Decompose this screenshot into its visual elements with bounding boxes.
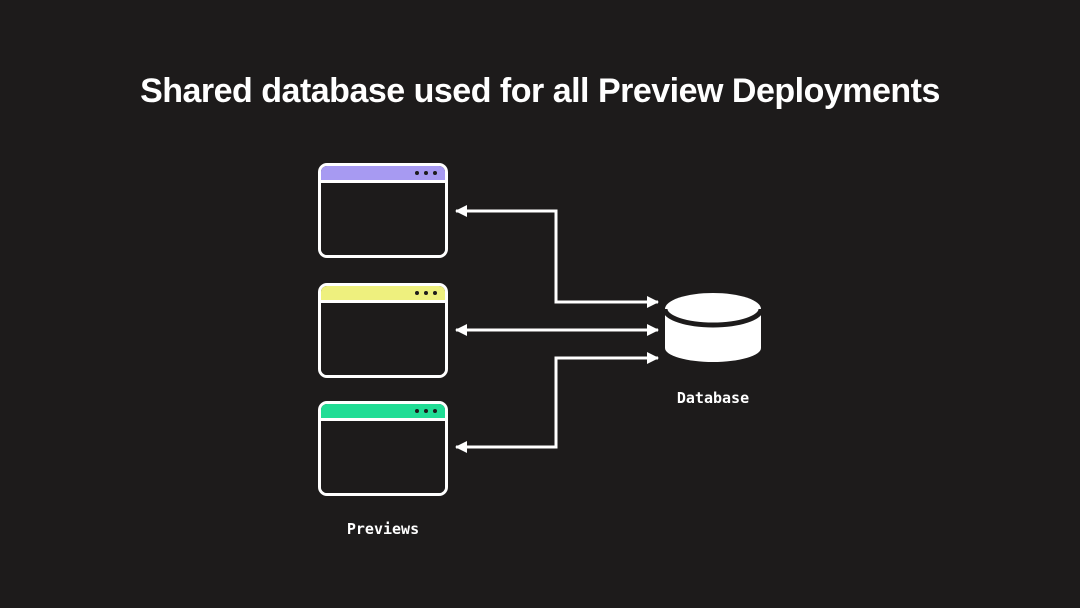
- preview-window-2: [318, 283, 448, 378]
- preview-window-3: [318, 401, 448, 496]
- database-label: Database: [676, 389, 750, 407]
- window-dot-icon: [415, 171, 419, 175]
- window-dot-icon: [433, 171, 437, 175]
- window-titlebar: [321, 404, 445, 421]
- window-body: [321, 183, 445, 255]
- arrow-window1-database: [455, 205, 659, 308]
- window-body: [321, 421, 445, 493]
- arrow-window3-database: [455, 352, 659, 453]
- window-dot-icon: [424, 171, 428, 175]
- database-icon: [663, 293, 763, 362]
- window-titlebar: [321, 166, 445, 183]
- window-dot-icon: [424, 409, 428, 413]
- window-dot-icon: [415, 409, 419, 413]
- window-dot-icon: [415, 291, 419, 295]
- window-titlebar: [321, 286, 445, 303]
- window-dot-icon: [433, 409, 437, 413]
- window-dot-icon: [424, 291, 428, 295]
- previews-label: Previews: [346, 520, 420, 538]
- window-body: [321, 303, 445, 375]
- window-dot-icon: [433, 291, 437, 295]
- diagram-title: Shared database used for all Preview Dep…: [140, 72, 940, 110]
- preview-window-1: [318, 163, 448, 258]
